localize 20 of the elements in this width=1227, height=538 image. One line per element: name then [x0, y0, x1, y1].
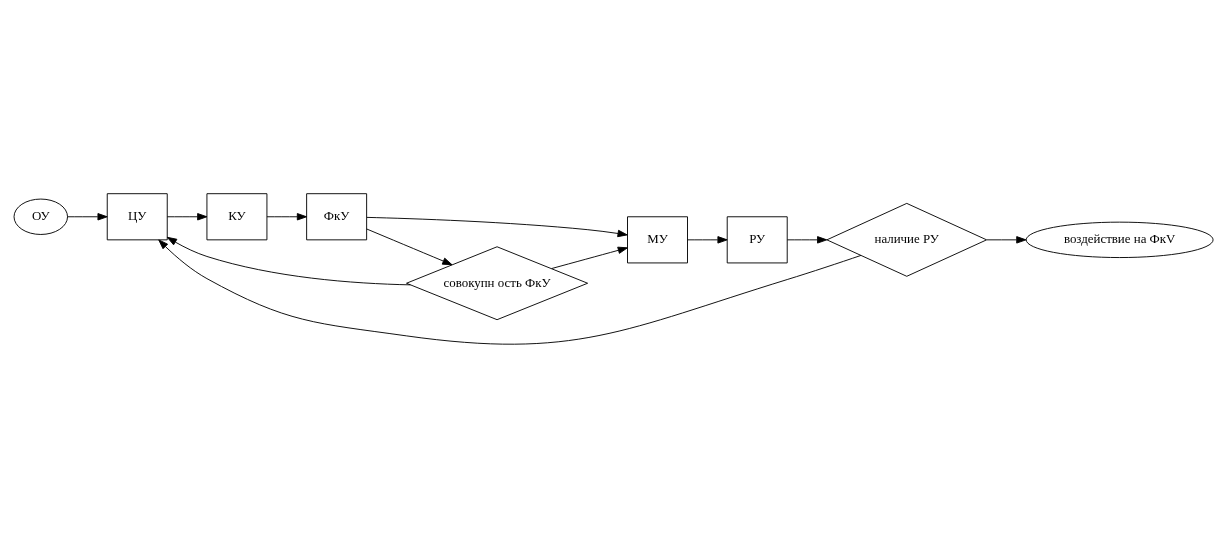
node-diamond: совокупн ость ФкУ	[406, 246, 589, 321]
node-diamond: наличие РУ	[826, 202, 988, 277]
arrow	[166, 213, 208, 221]
arrow	[986, 236, 1027, 244]
arrow	[687, 236, 728, 244]
arrow	[266, 213, 307, 221]
node-box: ФкУ	[306, 193, 368, 241]
arrow	[786, 236, 828, 244]
arrow	[366, 216, 628, 238]
node-box: МУ	[627, 216, 688, 264]
node-ellipse: ОУ	[13, 198, 68, 235]
node-ellipse: воздействие на ФкV	[1025, 221, 1214, 258]
node-box: КУ	[206, 193, 268, 241]
arrow	[158, 239, 862, 345]
arrow	[366, 228, 453, 266]
arrow	[551, 246, 628, 269]
node-box: ЦУ	[106, 193, 168, 241]
arrow	[67, 213, 108, 221]
node-box: РУ	[726, 216, 788, 264]
arrow	[166, 236, 411, 286]
